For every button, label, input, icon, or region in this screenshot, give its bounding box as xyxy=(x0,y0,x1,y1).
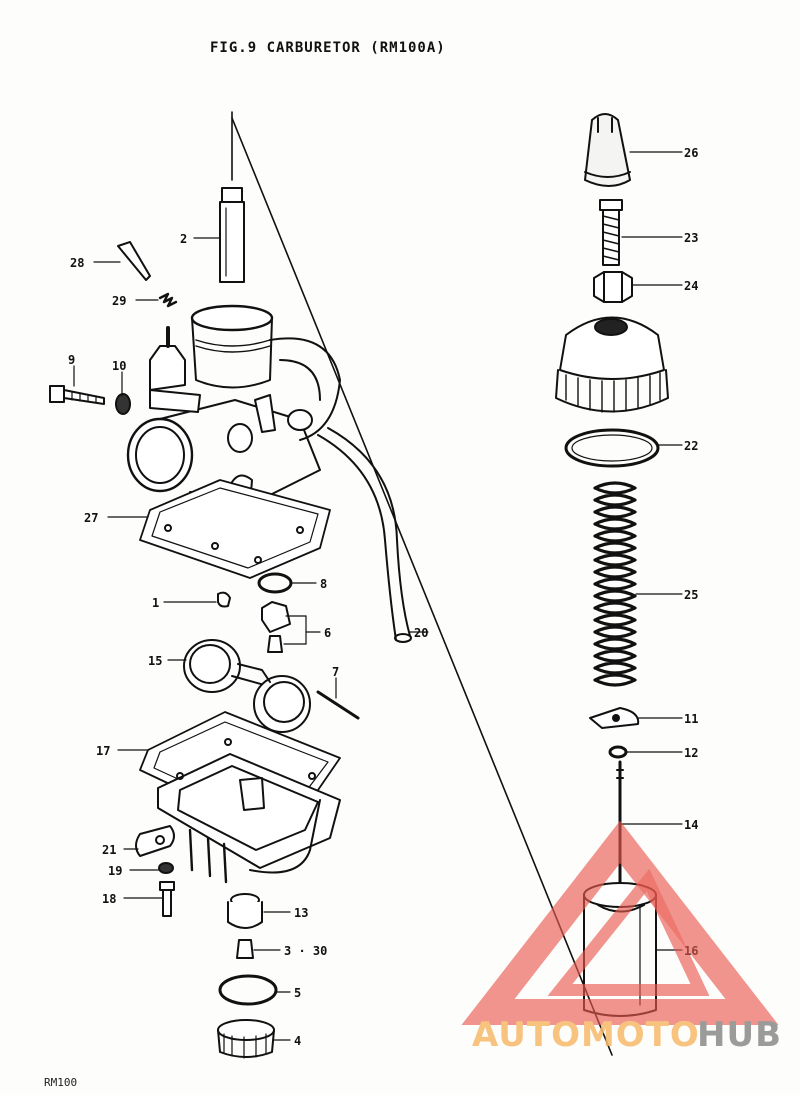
part-1-jet xyxy=(217,591,231,608)
callout-28: 28 xyxy=(70,256,84,270)
callout-1: 1 xyxy=(152,596,159,610)
callout-6: 6 xyxy=(324,626,331,640)
callout-26: 26 xyxy=(684,146,698,160)
part-13-jet-holder xyxy=(227,893,263,929)
part-19-washer xyxy=(158,862,174,874)
part-17-float-bowl xyxy=(139,711,341,884)
part-9-bolt xyxy=(49,385,105,405)
leader-lines xyxy=(73,151,683,1041)
callout-24: 24 xyxy=(684,279,698,293)
part-28-screw xyxy=(117,241,151,281)
part-top-cap xyxy=(555,316,669,413)
part-26-cap xyxy=(584,113,631,187)
figure-title: FIG.9 CARBURETOR (RM100A) xyxy=(210,40,446,56)
callout-4: 4 xyxy=(294,1034,301,1048)
callout-5: 5 xyxy=(294,986,301,1000)
callout-labels: 26 23 24 22 25 11 12 14 16 2 28 29 9 10 … xyxy=(68,146,698,1048)
callout-22: 22 xyxy=(684,439,698,453)
callout-23: 23 xyxy=(684,231,698,245)
part-24-locknut xyxy=(593,271,633,303)
part-25-spring xyxy=(593,481,637,687)
part-2-air-jet xyxy=(219,187,245,283)
part-8-washer xyxy=(257,572,293,594)
part-23-adjuster xyxy=(599,199,623,266)
watermark-text-hub: HUB xyxy=(697,1015,782,1055)
callout-15: 15 xyxy=(148,654,162,668)
part-18-screw xyxy=(159,881,175,917)
callout-8: 8 xyxy=(320,577,327,591)
part-7-float-pin xyxy=(316,690,360,720)
assembly-axis-line xyxy=(231,117,613,1056)
callout-2: 2 xyxy=(180,232,187,246)
callout-20: 20 xyxy=(414,626,428,640)
part-6-needle-valve xyxy=(261,601,291,653)
model-footer: RM100 xyxy=(44,1076,78,1089)
part-22-oring xyxy=(564,428,660,468)
callout-10: 10 xyxy=(112,359,126,373)
part-12-clip xyxy=(608,745,628,759)
part-29-spring xyxy=(158,292,178,308)
callout-25: 25 xyxy=(684,588,698,602)
callout-7: 7 xyxy=(332,665,339,679)
callout-21: 21 xyxy=(102,843,116,857)
watermark-text-automoto: AUTOMOTO xyxy=(472,1015,700,1055)
callout-12: 12 xyxy=(684,746,698,760)
callout-27: 27 xyxy=(84,511,98,525)
callout-9: 9 xyxy=(68,353,75,367)
callout-29: 29 xyxy=(112,294,126,308)
callout-13: 13 xyxy=(294,906,308,920)
carburetor-main-body xyxy=(126,304,341,579)
part-21-plate xyxy=(135,825,175,857)
watermark-logo: AUTOMOTO HUB xyxy=(461,820,782,1055)
part-10-nut xyxy=(115,393,131,415)
callout-19: 19 xyxy=(108,864,122,878)
part-5-oring xyxy=(218,974,278,1006)
callout-17: 17 xyxy=(96,744,110,758)
part-20-hose xyxy=(317,434,397,641)
part-15-float xyxy=(183,639,311,733)
callout-18: 18 xyxy=(102,892,116,906)
callout-14: 14 xyxy=(684,818,698,832)
part-3-30-main-jet xyxy=(236,939,254,959)
callout-11: 11 xyxy=(684,712,698,726)
part-4-plug xyxy=(217,1019,275,1059)
callout-3-30: 3 · 30 xyxy=(284,944,327,958)
